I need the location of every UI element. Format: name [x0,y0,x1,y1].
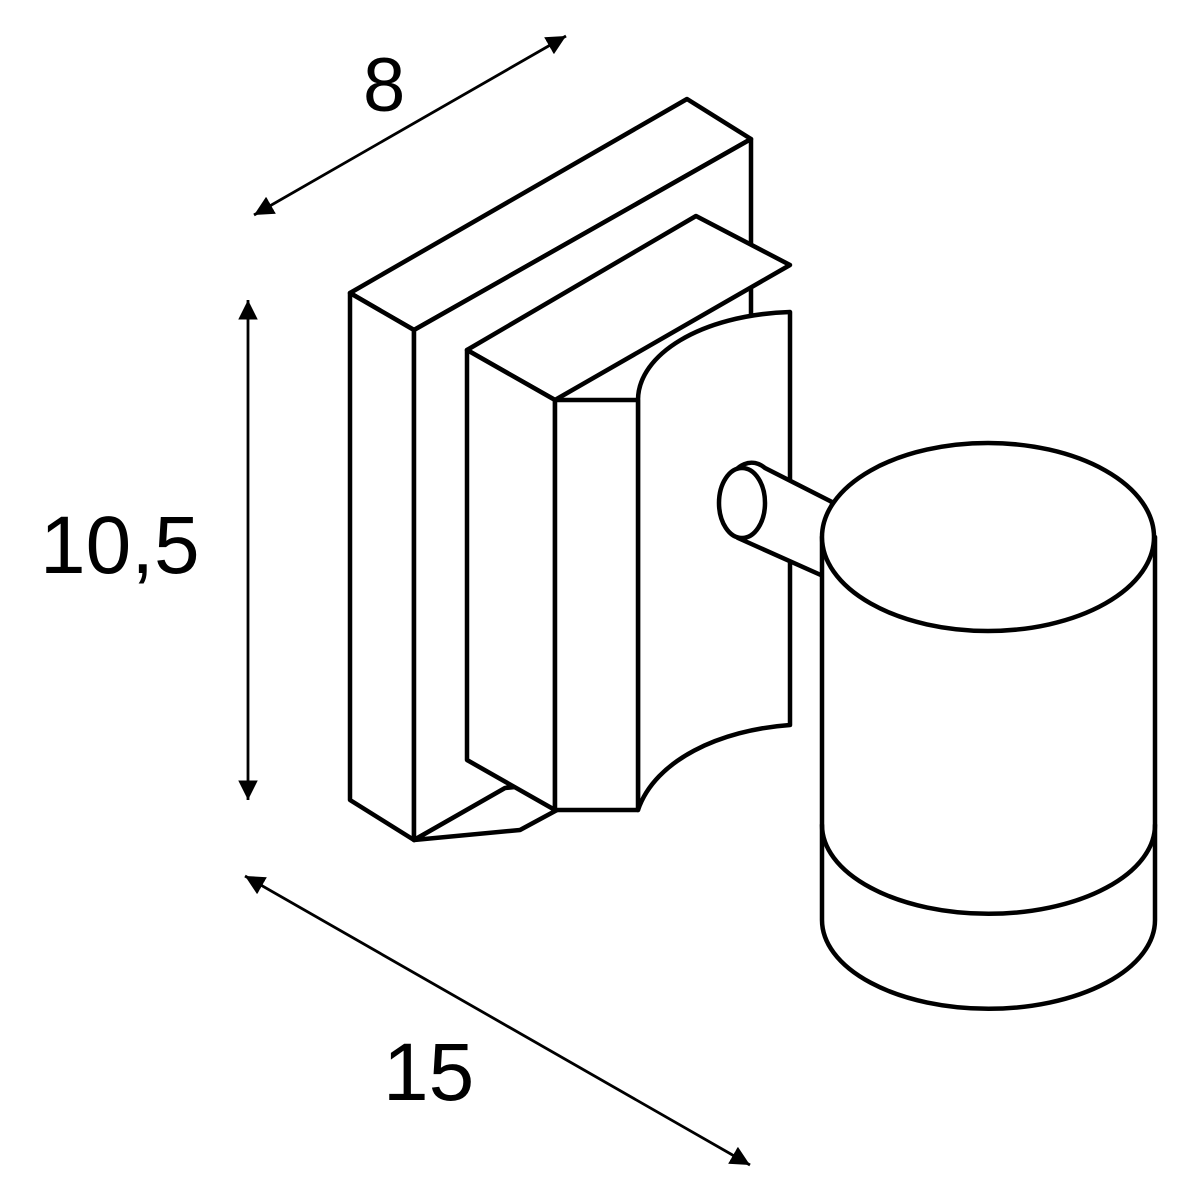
lamp-arm-end-cap [716,465,768,541]
spot-head-top-ellipse [819,440,1157,634]
spot-head-lens-ring [819,822,1158,917]
lamp-arm [716,460,835,583]
width-dimension-label: 15 [383,1027,475,1118]
lamp-body-front-face [552,397,641,813]
depth-dimension-line [253,34,567,217]
lamp-body-front-left-face [464,347,558,813]
spot-head [819,440,1158,1012]
depth-dimension-label: 8 [363,43,406,128]
width-dimension-line [244,874,751,1167]
lamp-body-side-face [635,309,793,813]
spot-head-cylinder-body [819,534,1158,1012]
height-dimension-label: 10,5 [40,500,200,591]
wall-plate-front-edge [347,290,417,843]
